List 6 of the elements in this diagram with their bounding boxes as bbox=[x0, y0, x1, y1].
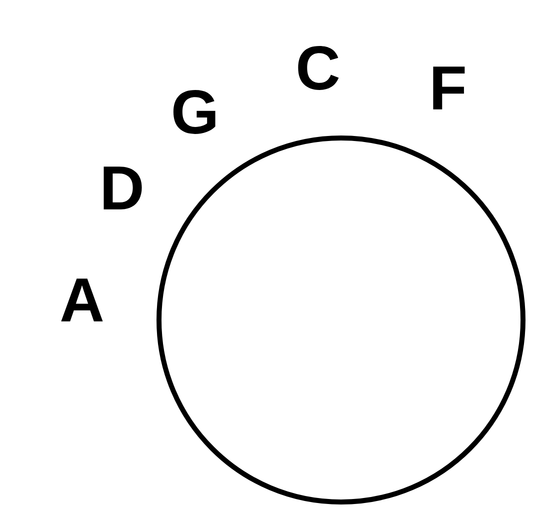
letter: F bbox=[433, 66, 465, 110]
letter: G bbox=[173, 90, 216, 134]
letter: D bbox=[104, 166, 142, 210]
circle bbox=[156, 136, 526, 504]
letter: A bbox=[61, 278, 103, 322]
letter: C bbox=[298, 46, 339, 90]
